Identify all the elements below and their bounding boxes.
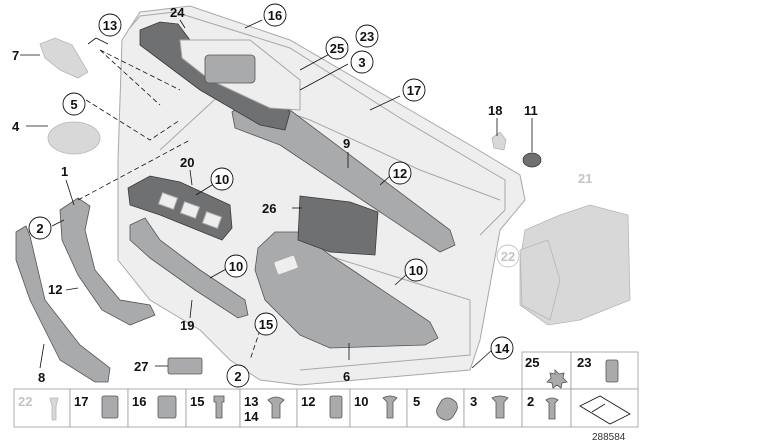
- clip-nut-icon: [605, 359, 619, 383]
- callout-19: 19: [180, 318, 194, 333]
- connector-27: [167, 357, 203, 375]
- callout-10-right: 10: [409, 263, 423, 278]
- callout-7: 7: [12, 48, 19, 63]
- callout-14: 14: [495, 341, 510, 356]
- callout-10-lower: 10: [229, 259, 243, 274]
- legend-top-25: 25: [525, 355, 539, 370]
- pull-handle-assembly: [139, 21, 301, 131]
- callout-17: 17: [407, 83, 421, 98]
- callout-22: 22: [501, 249, 515, 264]
- callout-8: 8: [38, 370, 45, 385]
- callout-27: 27: [134, 359, 148, 374]
- mirror-cap-7: [39, 37, 89, 79]
- grab-handle-8: [15, 225, 111, 383]
- callout-16: 16: [268, 8, 282, 23]
- callout-12-left: 12: [48, 282, 62, 297]
- callout-21: 21: [578, 171, 592, 186]
- speaker-grille-26: [297, 195, 379, 256]
- callout-10-upper: 10: [215, 172, 229, 187]
- legend-num-2: 2: [527, 394, 534, 409]
- callout-23: 23: [360, 29, 374, 44]
- foam-insulation-22: [519, 239, 561, 321]
- fastener-legend: 25 23 22 17 16 15 13 14 12 10 5 3 2: [13, 351, 639, 428]
- callout-2-left: 2: [36, 221, 43, 236]
- callout-20: 20: [180, 155, 194, 170]
- cover-5-icon: [436, 397, 458, 421]
- expansion-rivet-15-icon: [213, 395, 225, 419]
- callout-2-lower: 2: [234, 369, 241, 384]
- retainer-16-icon: [157, 395, 177, 419]
- legend-num-12: 12: [301, 394, 315, 409]
- legend-num-14: 14: [244, 409, 259, 424]
- callout-11: 11: [524, 103, 538, 118]
- callout-6: 6: [343, 369, 350, 384]
- callout-13: 13: [103, 18, 117, 33]
- callout-4: 4: [12, 119, 20, 134]
- star-washer-icon: [546, 369, 568, 389]
- callout-3: 3: [358, 55, 365, 70]
- screw-10-icon: [382, 395, 398, 419]
- callout-5: 5: [70, 97, 77, 112]
- round-cover-4: [47, 121, 101, 155]
- clip-22-icon: [49, 397, 59, 421]
- callout-24: 24: [170, 5, 185, 20]
- callout-18: 18: [488, 103, 502, 118]
- callout-15: 15: [259, 317, 273, 332]
- callout-12-upper: 12: [393, 166, 407, 181]
- legend-num-16: 16: [132, 394, 146, 409]
- screw-3-icon: [491, 395, 509, 419]
- callout-26: 26: [262, 201, 276, 216]
- clip-18: [491, 131, 507, 151]
- legend-num-17: 17: [74, 394, 88, 409]
- callout-9: 9: [343, 136, 350, 151]
- legend-num-22: 22: [18, 394, 32, 409]
- plug-11: [522, 152, 542, 168]
- armrest-switch-opening: [273, 254, 299, 276]
- callout-25: 25: [330, 41, 344, 56]
- callout-labels: 24 16 13 23 25 3 7 17 5 18 11 4 9 1 20 1…: [12, 3, 592, 388]
- leader-lines: [20, 19, 533, 369]
- arrow-symbol-icon: [579, 395, 631, 425]
- callout-1: 1: [61, 164, 68, 179]
- legend-num-3: 3: [470, 394, 477, 409]
- legend-num-5: 5: [413, 394, 420, 409]
- push-rivet-13-icon: [267, 396, 285, 419]
- legend-top-23: 23: [577, 355, 591, 370]
- armrest-trim-19: [129, 217, 249, 319]
- document-number: 288584: [592, 432, 626, 443]
- screw-2-icon: [545, 397, 559, 420]
- legend-num-10: 10: [354, 394, 368, 409]
- legend-num-13: 13: [244, 394, 258, 409]
- armrest-6: [254, 231, 439, 349]
- retainer-17-icon: [101, 395, 119, 419]
- legend-num-15: 15: [190, 394, 204, 409]
- handle-bracket-12: [59, 197, 156, 326]
- clip-12-icon: [329, 395, 343, 419]
- switch-panel: [127, 175, 233, 241]
